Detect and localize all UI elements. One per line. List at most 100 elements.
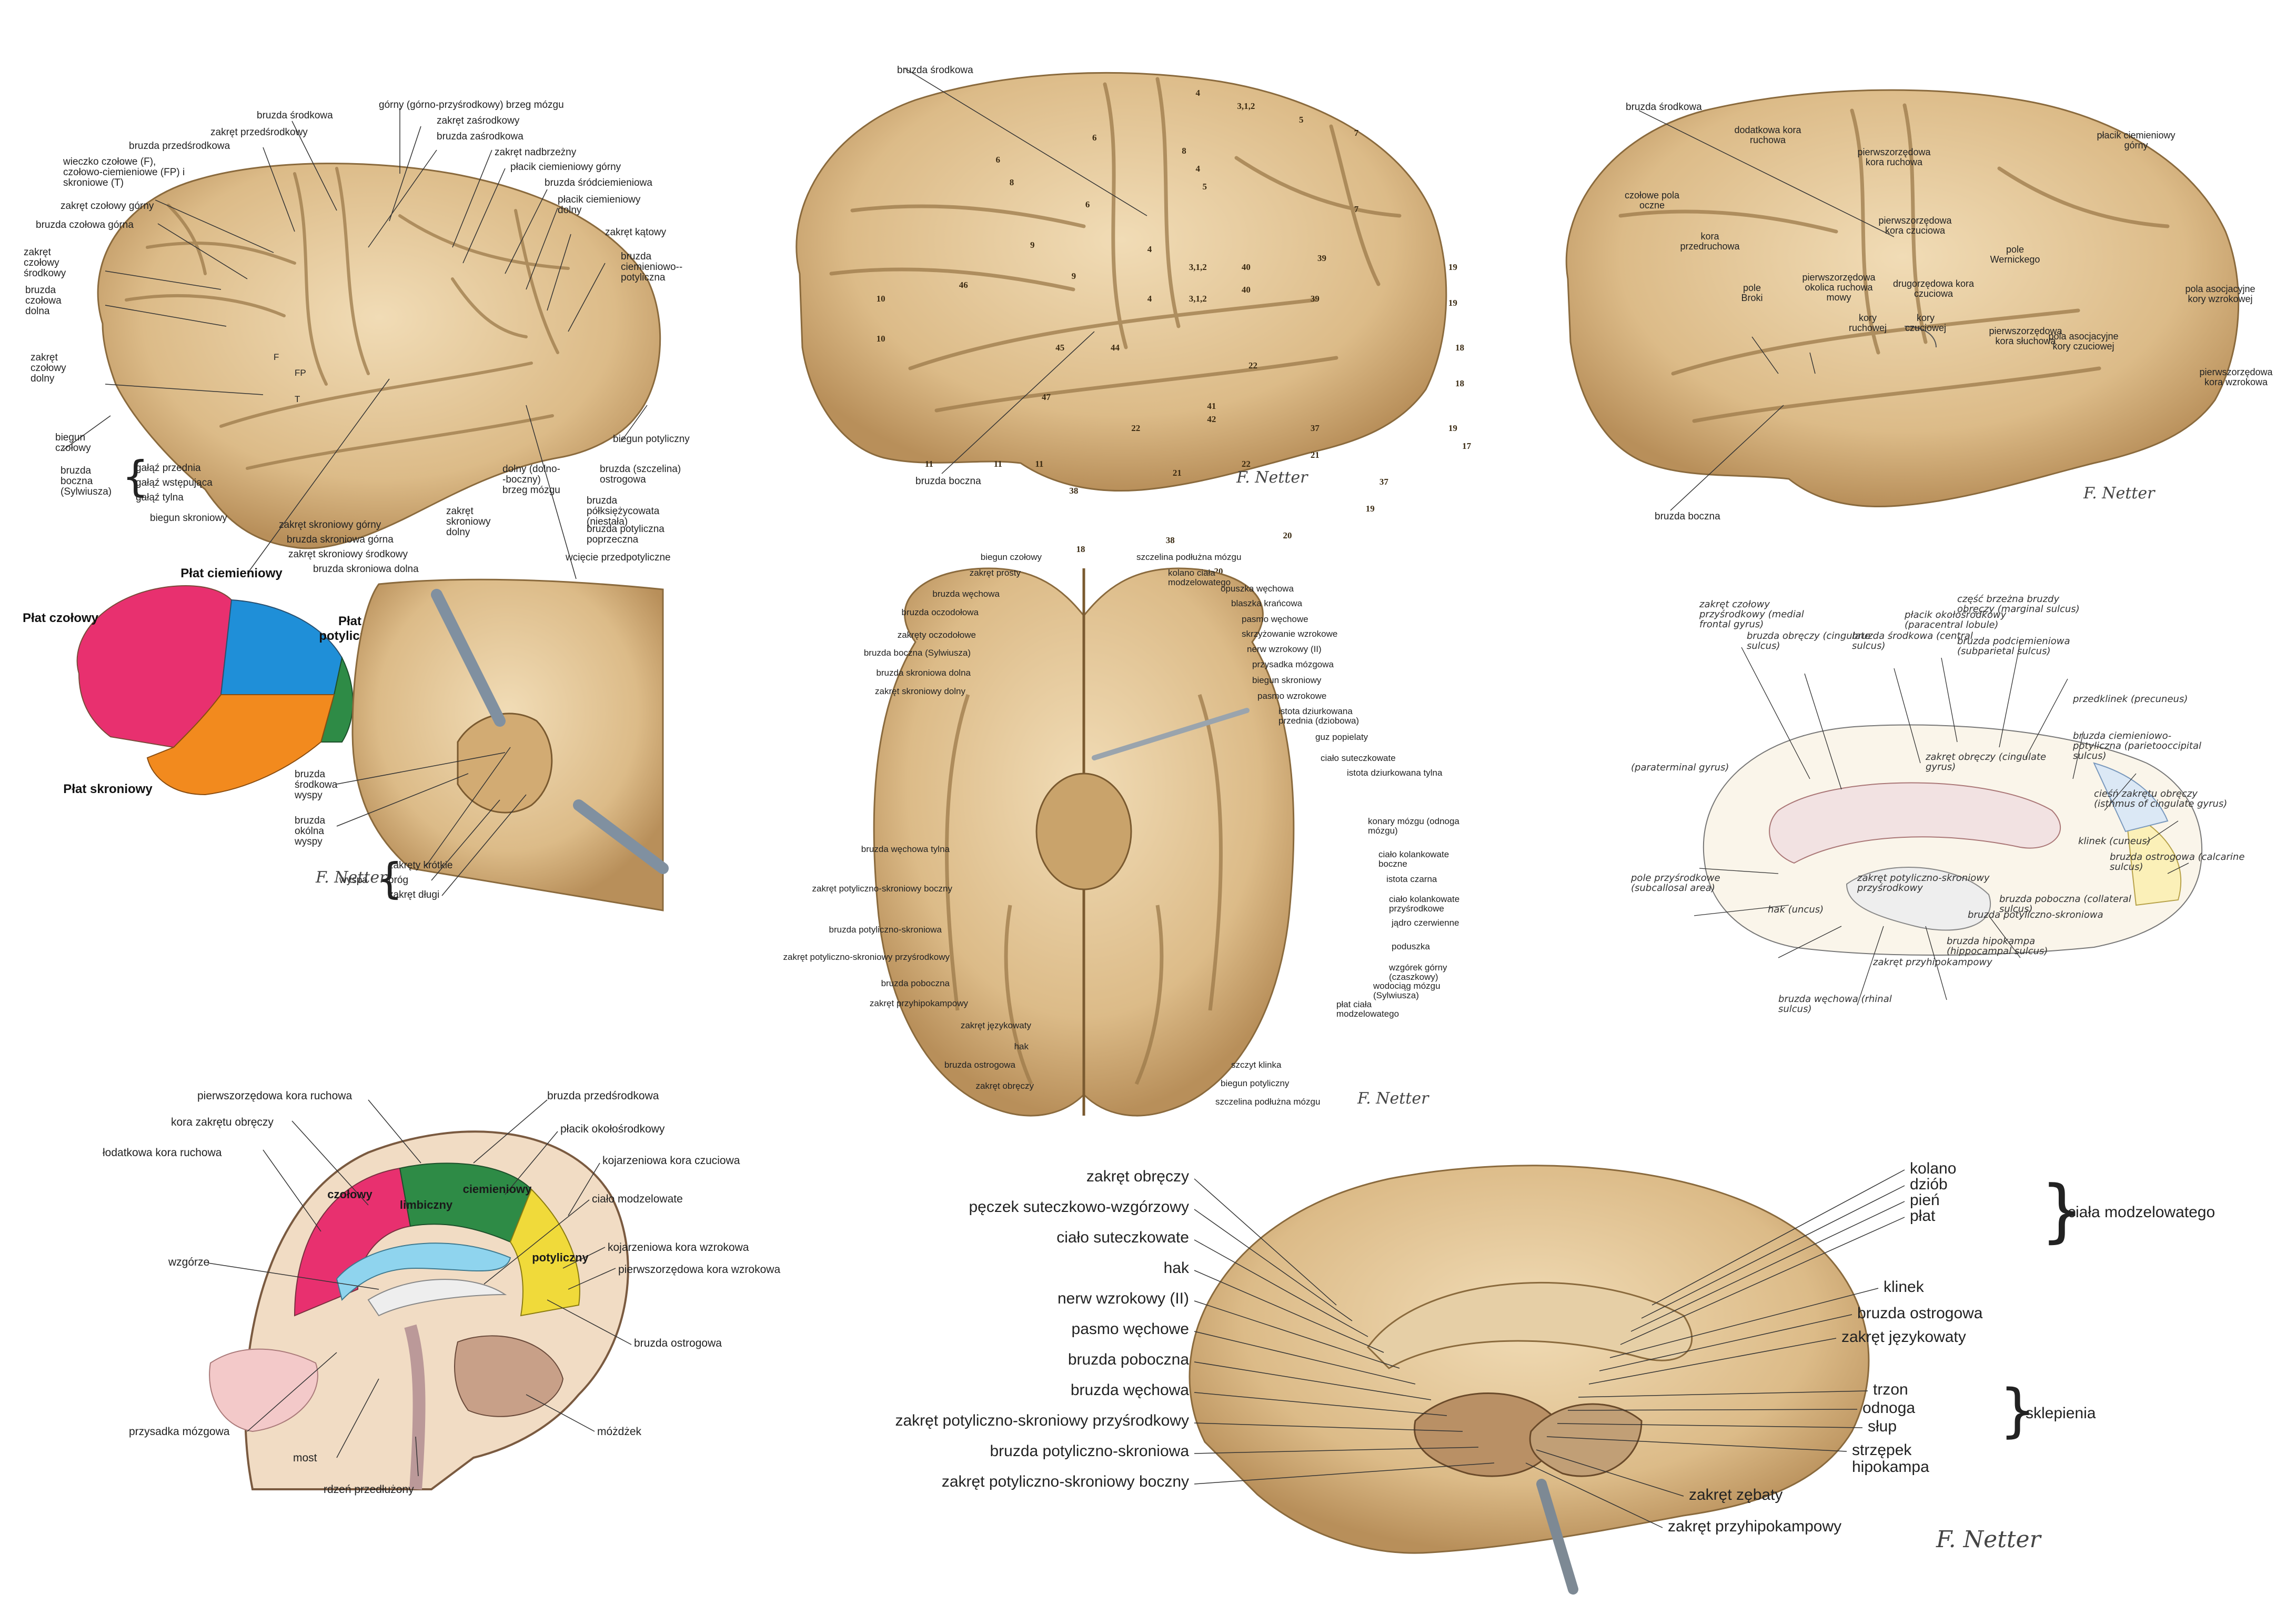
brodmann-area-43: 38 (1069, 486, 1079, 496)
panel-medial-hand: zakręt czołowy przyśrodkowy (medial fron… (1620, 589, 2294, 1074)
sagittal-lobe-limbic: limbiczny (399, 1198, 453, 1211)
brodmann-area-38: 19 (1448, 423, 1457, 433)
brodmann-area-49: 18 (1076, 544, 1085, 554)
hand-label-21: bruzda potyliczno-skroniowa (1968, 909, 2103, 920)
brodmann-area-14: 4 (1147, 244, 1152, 254)
medial-right-label-13: zakręt przyhipokampowy (1668, 1518, 1842, 1535)
operculum-f: F (274, 352, 279, 362)
medial-right-label-2: dziób (1910, 1176, 1948, 1193)
brodmann-area-29: 45 (1055, 343, 1065, 353)
inferior-left-label-4: bruzda oczodołowa (901, 607, 979, 617)
sagittal-lobe-occipital: potyliczny (532, 1251, 589, 1264)
hand-label-1: zakręt czołowy przyśrodkowy (medial fron… (1699, 599, 1804, 630)
label-medulla: rdzeń przedłużony (324, 1483, 414, 1496)
brodmann-area-7: 4 (1195, 164, 1200, 174)
medial-right-label-4: płat (1910, 1207, 1936, 1225)
panel-functional: bruzda środkowa dodatkowa kora ruchowa p… (1557, 79, 2289, 532)
inferior-right-label-2: kolano ciała modzelowatego (1168, 568, 1231, 587)
medial-left-label-2: pęczek suteczkowo-wzgórzowy (969, 1198, 1190, 1216)
label-pituitary: przysadka mózgowa (129, 1426, 230, 1438)
lateral-brain-illustration (63, 108, 661, 579)
label-occipital-pole: biegun potyliczny (613, 434, 690, 445)
brodmann-area-39: 17 (1462, 441, 1472, 451)
inferior-right-label-5: pasmo węchowe (1242, 614, 1308, 624)
label-middle-frontal-gyrus: zakręt czołowy środkowy (24, 247, 66, 279)
brodmann-area-22: 46 (959, 280, 968, 290)
brace-fornix: } (1999, 1377, 2036, 1444)
inferior-right-label-26: szczelina podłużna mózgu (1215, 1097, 1321, 1107)
inferior-left-label-9: bruzda węchowa tylna (861, 844, 950, 854)
brodmann-area-15: 3,1,2 (1189, 262, 1207, 272)
brodmann-area-46: 21 (1310, 450, 1320, 460)
label-primary-motor-speech: pierwszorzędowa okolica ruchowa mowy (1802, 272, 1876, 303)
label-primary-motor-cortex: pierwszorzędowa kora ruchowa (197, 1090, 353, 1102)
inferior-right-label-17: istota czarna (1386, 874, 1437, 884)
label-primary-motor: pierwszorzędowa kora ruchowa (1857, 147, 1931, 167)
inferior-right-label-15: konary mózgu (odnoga mózgu) (1368, 816, 1459, 836)
panel-lateral-labeled: górny (górno-przyśrodkowy) brzeg mózgu b… (0, 89, 690, 579)
brodmann-area-47: 37 (1379, 477, 1388, 487)
medial-right-label-9: odnoga (1862, 1399, 1916, 1417)
label-parieto-occipital-sulcus: bruzda ciemieniowo--potyliczna (621, 251, 683, 283)
medial-right-label-12: zakręt zębaty (1689, 1486, 1783, 1503)
label-superior-frontal-sulcus: bruzda czołowa górna (36, 219, 134, 230)
label-middle-temporal-gyrus: zakręt skroniowy środkowy (288, 549, 408, 560)
brodmann-area-4: 6 (1092, 132, 1097, 143)
label-cingulate-cortex: kora zakrętu obręczy (171, 1116, 274, 1128)
label-intraparietal-sulcus: bruzda śródciemieniowa (545, 177, 652, 188)
inferior-right-label-25: biegun potyliczny (1221, 1078, 1290, 1088)
hand-label-4: bruzda środkowa (central sulcus) (1852, 630, 1973, 651)
label-brodmann-central-sulcus: bruzda środkowa (897, 65, 973, 76)
inferior-right-label-21: wzgórek górny (czaszkowy) (1389, 963, 1447, 982)
inferior-right-label-16: ciało kolankowate boczne (1378, 849, 1449, 869)
label-posterior-ramus: gałąź tylna (136, 492, 184, 503)
label-circular-insular-sulcus: bruzda okólna wyspy (295, 815, 326, 847)
label-inferior-parietal-lobule: płacik ciemieniowy dolny (558, 194, 641, 216)
signature-inferior: F. Netter (1357, 1089, 1429, 1108)
label-supplementary-motor-cortex: łodatkowa kora ruchowa (103, 1147, 222, 1159)
sagittal-leaders (207, 1099, 632, 1477)
brodmann-area-26: 39 (1310, 293, 1320, 304)
brodmann-area-35: 42 (1207, 414, 1216, 424)
label-precentral-sulcus: bruzda przedśrodkowa (129, 141, 230, 152)
label-cerebellum: móżdżek (597, 1426, 642, 1438)
inferior-left-label-3: bruzda węchowa (932, 589, 1000, 599)
medial-brain-illustration (1189, 1165, 1905, 1595)
inferior-right-label-8: przysadka mózgowa (1252, 659, 1334, 669)
label-corpus-callosum-sag: ciało modzelowate (592, 1193, 683, 1205)
label-postcentral-sulcus: bruzda zaśrodkowa (437, 131, 523, 142)
label-somatosensory-association: pola asocjacyjne kory czuciowej (2048, 331, 2119, 352)
hand-label-19: bruzda węchowa (rhinal sulcus) (1778, 994, 1892, 1015)
inferior-right-label-12: guz popielaty (1315, 732, 1368, 742)
inferior-right-label-13: ciało suteczkowate (1321, 753, 1396, 763)
brace-corpus-callosum: } (2040, 1170, 2084, 1250)
hand-label-6: bruzda podciemieniowa (subparietal sulcu… (1957, 636, 2070, 657)
hand-label-2: bruzda obręczy (cingulate sulcus) (1747, 630, 1870, 651)
brodmann-area-36: 22 (1131, 423, 1141, 433)
label-func-superior-parietal: płacik ciemieniowy górny (2097, 130, 2176, 151)
label-func-central-sulcus: bruzda środkowa (1626, 102, 1702, 113)
label-inferior-margin: dolny (dolno--boczny) brzeg mózgu (502, 464, 560, 496)
hand-label-12: zakręt obręczy (cingulate gyrus) (1926, 751, 2047, 773)
label-inferior-frontal-gyrus: zakręt czołowy dolny (31, 352, 66, 384)
medial-left-label-1: zakręt obręczy (1086, 1168, 1189, 1185)
hand-label-16: zakręt potyliczno-skroniowy przyśrodkowy (1857, 873, 1990, 894)
label-premotor-cortex: kora przedruchowa (1680, 231, 1740, 252)
label-visual-association-sag: kojarzeniowa kora wzrokowa (608, 1241, 749, 1254)
brodmann-area-21: 19 (1448, 298, 1457, 308)
brodmann-area-8: 6 (995, 155, 1001, 165)
brodmann-area-2: 3,1,2 (1237, 101, 1255, 111)
medial-right-label-3: pień (1910, 1191, 1940, 1209)
inferior-left-label-1: biegun czołowy (980, 552, 1042, 562)
inferior-left-label-6: bruzda boczna (Sylwiusza) (863, 648, 971, 658)
label-inferior-frontal-sulcus: bruzda czołowa dolna (25, 285, 62, 317)
hand-label-10: bruzda ostrogowa (calcarine sulcus) (2110, 851, 2245, 873)
inferior-right-label-19: jądro czerwienne (1392, 918, 1459, 928)
label-sensory-cortex-of: kory czuciowej (1905, 313, 1947, 333)
insula-leaders (336, 747, 527, 896)
label-postcentral-gyrus: zakręt zaśrodkowy (437, 115, 520, 126)
inferior-left-label-2: zakręt prosty (969, 568, 1021, 578)
label-inferior-temporal-sulcus: bruzda skroniowa dolna (313, 564, 419, 575)
hand-label-5: część brzeżna bruzdy obręczy (marginal s… (1957, 594, 2080, 615)
label-temporal-lobe: Płat skroniowy (63, 782, 153, 796)
